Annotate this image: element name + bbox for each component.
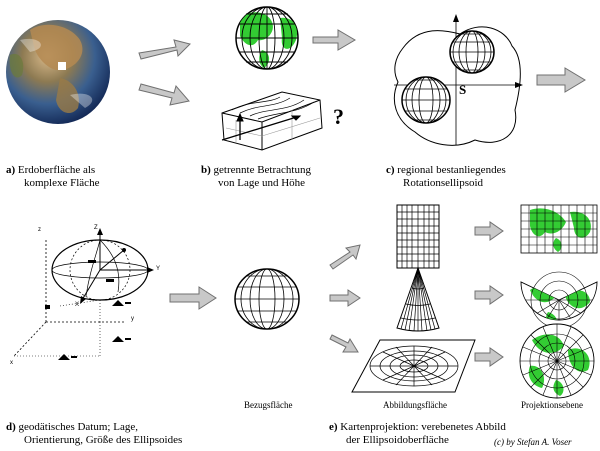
caption-c: c) regional bestanliegendes Rotationsell…: [386, 164, 506, 190]
s-marker: S: [459, 82, 467, 97]
axis-label-z2: Z: [94, 225, 98, 231]
label-abbildungsflaeche: Abbildungsfläche: [383, 400, 447, 410]
caption-d-letter: d): [6, 421, 16, 433]
earth-photo: [6, 20, 110, 124]
flow-arrows: [138, 29, 586, 367]
caption-b: b) getrennte Betrachtung von Lage und Hö…: [201, 164, 311, 190]
axis-label-x: x: [10, 360, 13, 366]
geodetic-datum: [13, 228, 154, 360]
axis-label-y: y: [131, 316, 134, 322]
map-cylindrical: [520, 204, 598, 254]
caption-e-line1: Kartenprojektion: verebenetes Abbild: [340, 421, 506, 433]
caption-b-line1: getrennte Betrachtung: [213, 164, 311, 176]
label-bezugsflaeche: Bezugsfläche: [244, 400, 293, 410]
regional-ellipsoid: [393, 14, 523, 146]
plane-projection: [351, 339, 476, 393]
axis-label-z: z: [38, 227, 41, 233]
reference-ellipsoid: [234, 268, 300, 330]
caption-b-letter: b): [201, 164, 211, 176]
terrain-block: [221, 91, 323, 151]
caption-b-line2: von Lage und Höhe: [218, 177, 306, 189]
caption-e: e) Kartenprojektion: verebenetes Abbild …: [329, 421, 506, 447]
caption-d-line1: geodätisches Datum; Lage,: [18, 421, 138, 433]
axis-label-y2: Y: [156, 266, 161, 272]
caption-c-line1: regional bestanliegendes: [397, 164, 506, 176]
grid-globe: [235, 6, 299, 70]
cone-projection: [396, 266, 440, 332]
caption-a-line1: Erdoberfläche als: [17, 164, 96, 176]
caption-c-letter: c): [386, 164, 395, 176]
credit-text: (c) by Stefan A. Voser: [494, 437, 572, 447]
caption-e-line2: der Ellipsoidoberfläche: [346, 434, 449, 446]
cylinder-projection: [396, 204, 440, 269]
map-conic: [520, 271, 598, 329]
caption-d: d) geodätisches Datum; Lage, Orientierun…: [6, 421, 182, 447]
map-azimuthal: [519, 323, 595, 399]
axis-label-x2: X: [75, 302, 80, 308]
caption-e-letter: e): [329, 421, 338, 433]
question-mark: ?: [333, 104, 344, 129]
label-projektionsebene: Projektionsebene: [521, 400, 583, 410]
caption-c-line2: Rotationsellipsoid: [403, 177, 484, 189]
caption-a-letter: a): [6, 164, 16, 176]
caption-d-line2: Orientierung, Größe des Ellipsoides: [24, 434, 183, 446]
caption-a-line2: komplexe Fläche: [24, 177, 100, 189]
caption-a: a) Erdoberfläche als komplexe Fläche: [6, 164, 99, 190]
